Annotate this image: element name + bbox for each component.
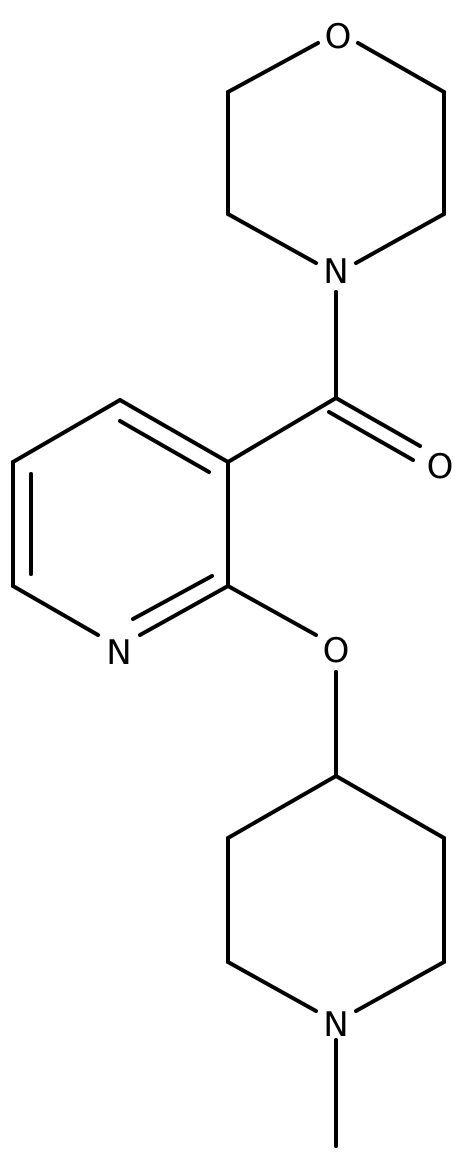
- ether-linkage: [226, 584, 338, 778]
- piperidine-nitrogen-label: N: [323, 1005, 348, 1045]
- carbonyl-oxygen-label: O: [427, 447, 454, 487]
- morpholine-nitrogen-label: N: [323, 252, 348, 292]
- bond-c2-ether-oxygen: [226, 584, 318, 637]
- morpholine-oxygen-label: O: [325, 17, 352, 57]
- bond-carbonyl-ring: [226, 396, 338, 464]
- bond-c5-c4: [334, 774, 446, 840]
- bond-carbonyl-oxygen-b: [327, 410, 415, 462]
- pyridine-ring: [11, 398, 230, 637]
- pyridine-nitrogen-label: N: [106, 633, 131, 673]
- bond-c4-c5: [11, 398, 122, 464]
- morpholine-ring: [226, 41, 446, 265]
- bond-carbonyl-oxygen-a: [334, 396, 422, 448]
- amide-group: [226, 290, 422, 464]
- bond-c3-n1: [354, 212, 446, 265]
- bond-o1-c2: [356, 41, 446, 94]
- bond-n1-c4: [226, 212, 318, 265]
- bond-n-c6: [354, 960, 446, 1013]
- piperidine-ring: [226, 774, 446, 1148]
- bond-c2-n: [226, 960, 318, 1013]
- bond-c3-c4-inner: [118, 419, 211, 474]
- bond-c1-o1: [226, 41, 320, 94]
- atom-labels: O N O N O N: [106, 17, 453, 1045]
- ether-oxygen-label: O: [323, 631, 350, 671]
- bond-c3-c4: [118, 398, 230, 464]
- bond-n-c2: [138, 584, 230, 637]
- bond-c4-c3: [226, 774, 338, 840]
- bond-n-c2-inner: [131, 574, 214, 621]
- bond-c6-n: [11, 584, 100, 637]
